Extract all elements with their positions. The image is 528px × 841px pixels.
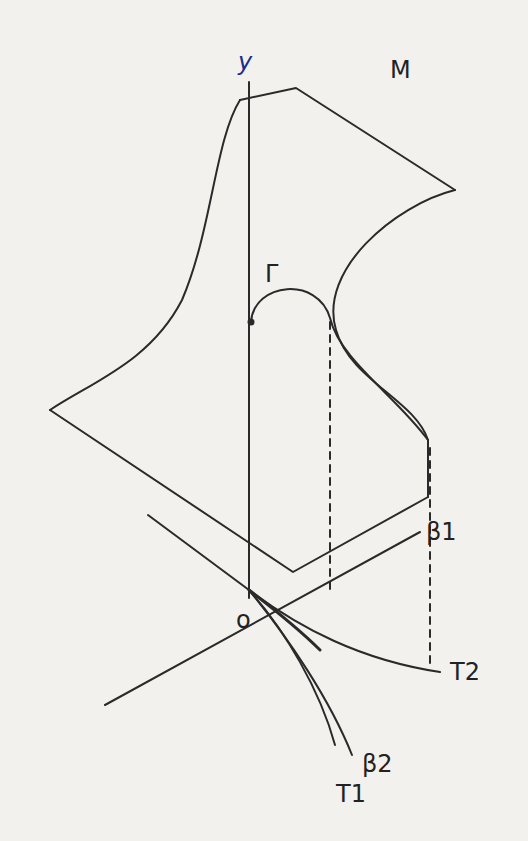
tangent-bundle — [249, 590, 320, 650]
beta1-line — [105, 532, 420, 705]
line-label: T2 — [450, 660, 480, 684]
projection-line — [329, 322, 331, 592]
t1-curve — [249, 590, 335, 745]
beta2-curve — [249, 590, 352, 755]
line-label: β2 — [362, 752, 393, 776]
surface-right-edge — [333, 190, 455, 497]
line-label: T1 — [336, 782, 366, 806]
surface-bottom-edge — [50, 410, 428, 572]
curve-label: Γ — [265, 262, 278, 286]
origin-label: o — [236, 608, 251, 632]
surface-label: M — [390, 58, 411, 82]
surface-left-edge — [50, 100, 240, 410]
projection-line — [429, 448, 431, 665]
axis-label: y — [238, 50, 252, 74]
gamma-curve — [251, 289, 428, 440]
surface-top-edge — [240, 88, 455, 190]
y-axis — [248, 82, 250, 598]
line-label: β1 — [426, 520, 457, 544]
gamma-start-dot — [249, 320, 254, 325]
